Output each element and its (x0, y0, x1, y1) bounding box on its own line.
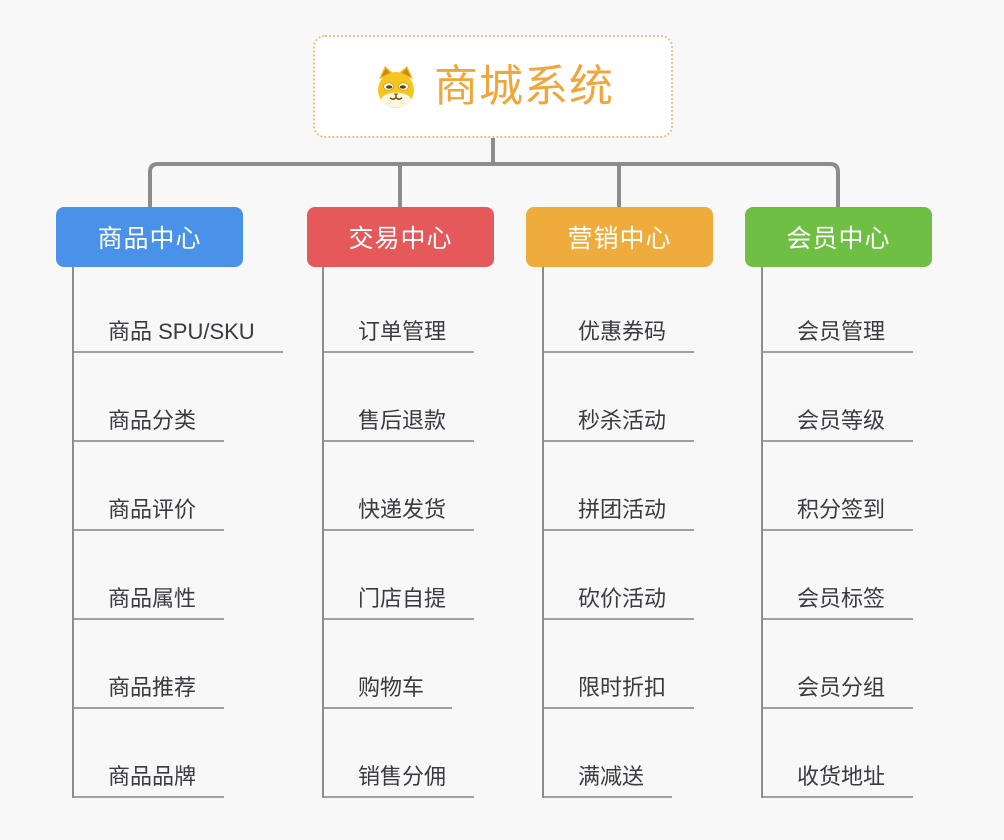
subtopic[interactable]: 售后退款 (324, 353, 475, 442)
subtopic[interactable]: 秒杀活动 (544, 353, 695, 442)
subtopic[interactable]: 限时折扣 (544, 620, 695, 709)
branch-children-product: 商品 SPU/SKU 商品分类 商品评价 商品属性 商品推荐 商品品牌 (72, 264, 283, 798)
subtopic[interactable]: 会员等级 (763, 353, 914, 442)
subtopic[interactable]: 满减送 (544, 709, 673, 798)
subtopic[interactable]: 商品分类 (74, 353, 225, 442)
subtopic[interactable]: 会员管理 (763, 264, 914, 353)
subtopic[interactable]: 购物车 (324, 620, 453, 709)
subtopic[interactable]: 会员分组 (763, 620, 914, 709)
subtopic[interactable]: 订单管理 (324, 264, 475, 353)
subtopic[interactable]: 商品 SPU/SKU (74, 264, 283, 353)
subtopic[interactable]: 优惠券码 (544, 264, 695, 353)
branch-children-marketing: 优惠券码 秒杀活动 拼团活动 砍价活动 限时折扣 满减送 (542, 264, 695, 798)
subtopic[interactable]: 门店自提 (324, 531, 475, 620)
root-node-label: 商城系统 (434, 61, 614, 111)
subtopic[interactable]: 商品属性 (74, 531, 225, 620)
subtopic[interactable]: 销售分佣 (324, 709, 475, 798)
branch-node-member-center[interactable]: 会员中心 (745, 207, 932, 267)
subtopic[interactable]: 收货地址 (763, 709, 914, 798)
branch-children-member: 会员管理 会员等级 积分签到 会员标签 会员分组 收货地址 (761, 264, 914, 798)
subtopic[interactable]: 快递发货 (324, 442, 475, 531)
subtopic[interactable]: 拼团活动 (544, 442, 695, 531)
branch-node-product-center[interactable]: 商品中心 (56, 207, 243, 267)
subtopic[interactable]: 商品评价 (74, 442, 225, 531)
subtopic[interactable]: 积分签到 (763, 442, 914, 531)
branch-children-trade: 订单管理 售后退款 快递发货 门店自提 购物车 销售分佣 (322, 264, 475, 798)
subtopic[interactable]: 会员标签 (763, 531, 914, 620)
branch-node-marketing-center[interactable]: 营销中心 (526, 207, 713, 267)
subtopic[interactable]: 商品推荐 (74, 620, 225, 709)
shiba-dog-icon (372, 63, 420, 111)
subtopic[interactable]: 商品品牌 (74, 709, 225, 798)
branch-node-trade-center[interactable]: 交易中心 (307, 207, 494, 267)
subtopic[interactable]: 砍价活动 (544, 531, 695, 620)
root-node[interactable]: 商城系统 (313, 35, 673, 138)
branch-rail-line (148, 162, 840, 209)
